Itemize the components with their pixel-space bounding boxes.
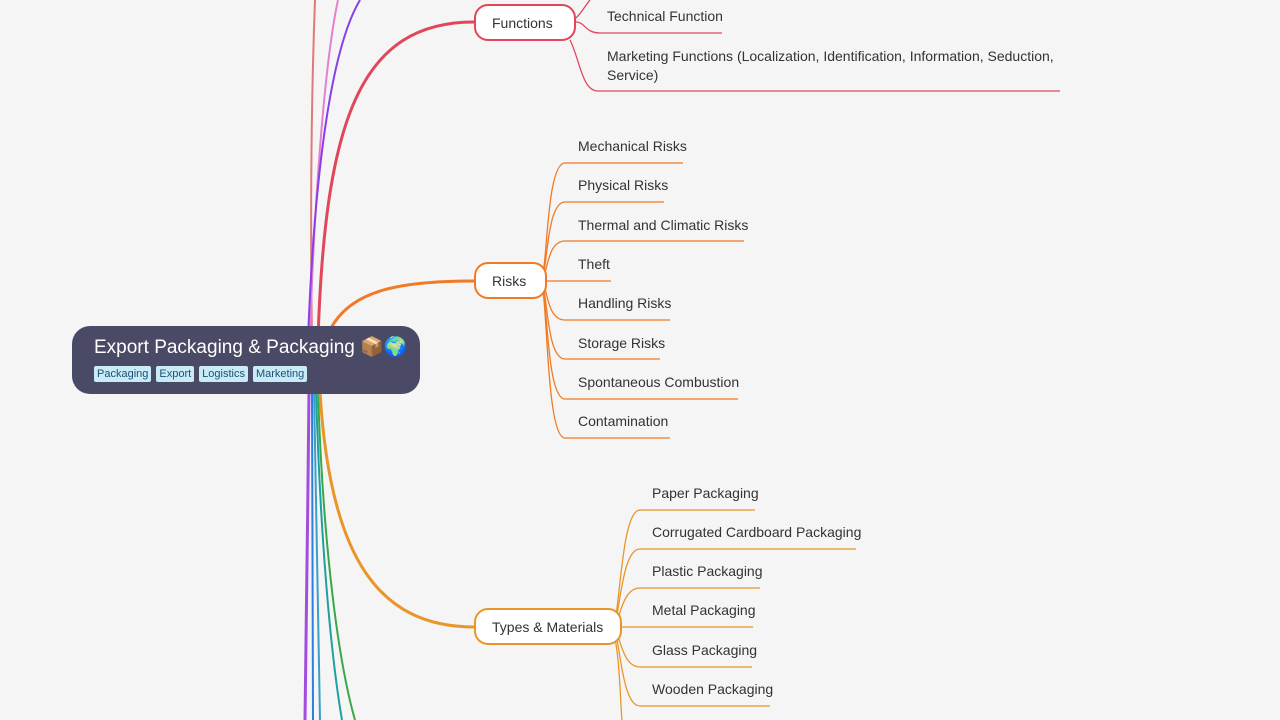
tag-packaging[interactable]: Packaging: [94, 366, 152, 382]
leaf-storage-risks[interactable]: Storage Risks: [578, 335, 666, 351]
offscreen-connector-6: [313, 389, 321, 720]
leaf-theft[interactable]: Theft: [578, 256, 610, 272]
offscreen-connector-3: [307, 0, 361, 341]
leaf-corrugated-cardboard[interactable]: Corrugated Cardboard Packaging: [652, 524, 862, 540]
tag-logistics[interactable]: Logistics: [199, 366, 248, 382]
leaf-plastic-packaging[interactable]: Plastic Packaging: [652, 563, 763, 579]
leaf-wooden-packaging[interactable]: Wooden Packaging: [652, 681, 774, 697]
connector-risks: [328, 279, 475, 331]
leaf-technical-function[interactable]: Technical Function: [607, 8, 723, 24]
leaf-contamination[interactable]: Contamination: [578, 413, 669, 429]
connector-functions-extra: [575, 0, 591, 19]
offscreen-connector-8: [315, 389, 343, 720]
connector-technical: [575, 21, 722, 34]
leaf-thermal-climatic-risks[interactable]: Thermal and Climatic Risks: [578, 217, 749, 233]
offscreen-connector-7: [317, 389, 356, 720]
tag-export[interactable]: Export: [156, 366, 195, 382]
connector-marketing: [569, 39, 1060, 92]
leaf-paper-packaging[interactable]: Paper Packaging: [652, 485, 759, 501]
root-topic[interactable]: Export Packaging & Packaging 📦🌍 Packagin…: [72, 326, 420, 394]
offscreen-connector-5: [311, 389, 314, 720]
branch-types-materials[interactable]: Types & Materials: [474, 608, 622, 645]
connector-functions: [316, 20, 475, 341]
offscreen-connector-2: [309, 0, 339, 341]
connector-types: [318, 391, 475, 629]
offscreen-connector-4: [303, 389, 311, 720]
leaf-handling-risks[interactable]: Handling Risks: [578, 295, 672, 311]
leaf-spontaneous-combustion[interactable]: Spontaneous Combustion: [578, 374, 740, 390]
tag-marketing[interactable]: Marketing: [252, 366, 308, 382]
branch-functions[interactable]: Functions: [474, 4, 576, 41]
root-tags: Packaging Export Logistics Marketing: [94, 366, 398, 382]
leaf-metal-packaging[interactable]: Metal Packaging: [652, 602, 756, 618]
connector-risk-2: [539, 240, 744, 282]
leaf-marketing-functions[interactable]: Marketing Functions (Localization, Ident…: [607, 48, 1054, 83]
leaf-glass-packaging[interactable]: Glass Packaging: [652, 642, 758, 658]
branch-risks[interactable]: Risks: [474, 262, 547, 299]
root-title: Export Packaging & Packaging 📦🌍: [94, 337, 408, 358]
leaf-mechanical-risks[interactable]: Mechanical Risks: [578, 138, 687, 154]
leaf-physical-risks[interactable]: Physical Risks: [578, 177, 669, 193]
